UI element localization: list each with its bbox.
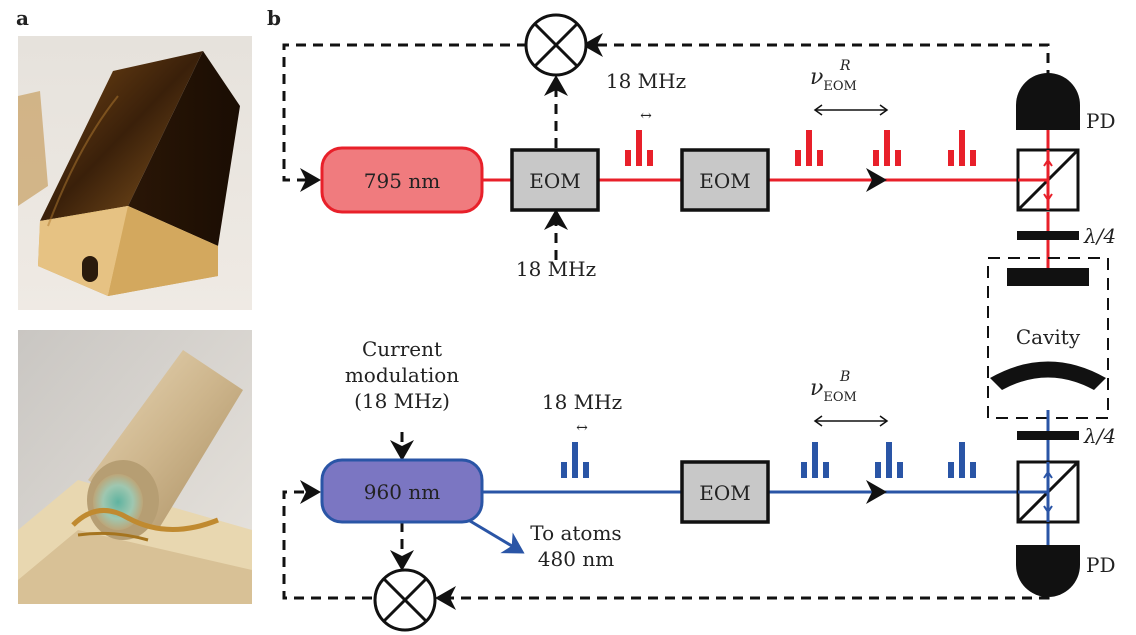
eom-red-2-label: EOM bbox=[699, 169, 750, 193]
waveplate-top-label: λ/4 bbox=[1083, 224, 1116, 248]
bottom-sideband-spacing-arrow: ↔ bbox=[576, 420, 588, 436]
beamsplitter-bottom bbox=[1016, 460, 1080, 524]
modulation-line-2: modulation bbox=[345, 363, 459, 387]
laser-960: 960 nm bbox=[320, 458, 484, 524]
mixer-bottom bbox=[373, 568, 437, 632]
cavity-flat-mirror bbox=[1007, 268, 1089, 286]
sidebands-blue bbox=[561, 442, 976, 478]
bottom-sideband-freq: 18 MHz bbox=[542, 390, 622, 414]
eom-red-1-label: EOM bbox=[529, 169, 580, 193]
laser-795: 795 nm bbox=[320, 146, 484, 214]
waveplate-top bbox=[1017, 231, 1079, 240]
panel-label-b: b bbox=[267, 6, 281, 30]
modulation-line-1: Current bbox=[362, 337, 442, 361]
laser-960-label: 960 nm bbox=[364, 480, 440, 504]
eom-red-1: EOM bbox=[510, 148, 600, 212]
cavity-curved-mirror bbox=[990, 361, 1106, 390]
laser-795-label: 795 nm bbox=[364, 169, 440, 193]
eom-blue: EOM bbox=[680, 460, 770, 524]
beamsplitter-top bbox=[1016, 148, 1080, 212]
waveplate-bottom-label: λ/4 bbox=[1083, 424, 1116, 448]
photo-glass-cavity bbox=[18, 330, 252, 604]
photodiode-top: PD bbox=[1016, 73, 1116, 133]
nu-eom-b-superscript: B bbox=[839, 369, 850, 385]
photodiode-bottom-label: PD bbox=[1086, 553, 1116, 577]
eom-blue-label: EOM bbox=[699, 481, 750, 505]
waveplate-bottom bbox=[1017, 431, 1079, 440]
nu-eom-r-span-arrow bbox=[813, 104, 889, 116]
atoms-line-2: 480 nm bbox=[538, 547, 614, 571]
atoms-line-1: To atoms bbox=[530, 521, 621, 545]
top-sideband-spacing-arrow: ↔ bbox=[640, 108, 652, 124]
photo-gold-enclosure bbox=[18, 36, 252, 310]
panel-label-a: a bbox=[16, 6, 29, 30]
nu-eom-r: νEOM bbox=[810, 65, 857, 94]
top-eom-input-freq: 18 MHz bbox=[516, 257, 596, 281]
cavity-label: Cavity bbox=[1016, 325, 1081, 349]
eom-red-2: EOM bbox=[680, 148, 770, 212]
top-sideband-freq: 18 MHz bbox=[606, 69, 686, 93]
nu-eom-r-superscript: R bbox=[839, 58, 851, 74]
mixer-top bbox=[524, 13, 588, 77]
sidebands-red bbox=[625, 130, 976, 166]
photodiode-top-label: PD bbox=[1086, 109, 1116, 133]
nu-eom-b-span-arrow bbox=[813, 415, 889, 427]
nu-eom-b: νEOM bbox=[810, 376, 857, 405]
feedback-loop-red bbox=[282, 33, 1050, 260]
photodiode-bottom: PD bbox=[1016, 545, 1116, 597]
modulation-line-3: (18 MHz) bbox=[354, 389, 450, 413]
beam-to-atoms bbox=[464, 516, 525, 554]
